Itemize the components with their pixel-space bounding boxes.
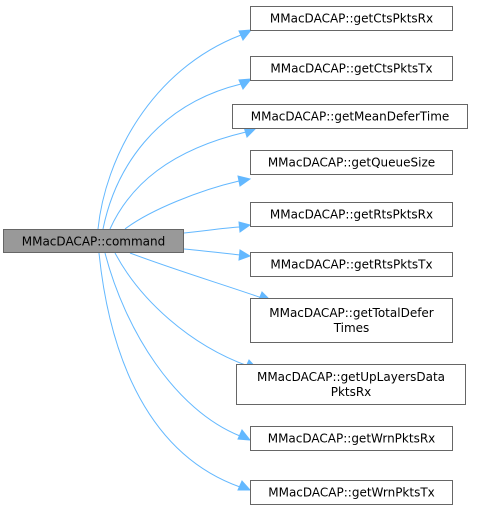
node-layer: MMacDACAP::command MMacDACAP::getCtsPkts… [3, 6, 468, 505]
arrowhead-9 [237, 429, 252, 441]
target-node-box[interactable] [250, 6, 453, 31]
arrowhead-4 [237, 175, 252, 187]
call-edge-10 [98, 252, 241, 488]
target-node-label: PktsRx [331, 385, 372, 399]
target-node-label: MMacDACAP::getUpLayersData [257, 370, 445, 384]
call-edge-6 [183, 248, 241, 256]
target-node-box[interactable] [232, 104, 468, 129]
target-node-label: MMacDACAP::getRtsPktsTx [270, 258, 432, 272]
target-node-box[interactable] [236, 364, 466, 405]
call-edge-7 [129, 252, 263, 299]
source-node-box[interactable] [3, 229, 184, 253]
call-edge-3 [109, 131, 247, 230]
arrowhead-10 [237, 480, 252, 491]
arrowhead-5 [238, 221, 252, 233]
target-node-6[interactable]: MMacDACAP::getRtsPktsTx [250, 252, 453, 277]
target-node-label: MMacDACAP::getQueueSize [268, 156, 435, 170]
target-node-box[interactable] [250, 202, 453, 227]
target-node-box[interactable] [250, 252, 453, 277]
call-edge-4 [124, 180, 240, 230]
call-edge-1 [97, 34, 242, 230]
target-node-label: MMacDACAP::getRtsPktsRx [270, 208, 433, 222]
target-node-1[interactable]: MMacDACAP::getCtsPktsRx [250, 6, 453, 31]
call-edge-9 [104, 252, 241, 437]
target-node-2[interactable]: MMacDACAP::getCtsPktsTx [250, 56, 453, 81]
edge-layer [97, 29, 274, 491]
call-edge-5 [183, 226, 241, 234]
target-node-label: MMacDACAP::getWrnPktsTx [268, 486, 435, 500]
target-node-label: MMacDACAP::getMeanDeferTime [251, 110, 450, 124]
arrowhead-2 [238, 78, 253, 90]
arrowhead-6 [238, 249, 252, 261]
arrowhead-1 [238, 29, 253, 41]
target-node-5[interactable]: MMacDACAP::getRtsPktsRx [250, 202, 453, 227]
target-node-label: MMacDACAP::getWrnPktsRx [268, 432, 436, 446]
target-node-box[interactable] [250, 56, 453, 81]
target-node-label: Times [333, 321, 370, 335]
target-node-box[interactable] [250, 480, 453, 505]
target-node-3[interactable]: MMacDACAP::getMeanDeferTime [232, 104, 468, 129]
source-node[interactable]: MMacDACAP::command [3, 229, 184, 253]
call-edge-8 [114, 252, 249, 367]
target-node-4[interactable]: MMacDACAP::getQueueSize [250, 150, 453, 175]
target-node-label: MMacDACAP::getCtsPktsTx [270, 62, 432, 76]
target-node-box[interactable] [250, 298, 453, 343]
target-node-label: MMacDACAP::getCtsPktsRx [270, 12, 433, 26]
target-node-10[interactable]: MMacDACAP::getWrnPktsTx [250, 480, 453, 505]
target-node-box[interactable] [250, 426, 453, 451]
source-node-label: MMacDACAP::command [22, 235, 166, 249]
target-node-label: MMacDACAP::getTotalDefer [269, 306, 434, 320]
target-node-box[interactable] [250, 150, 453, 175]
call-edge-2 [102, 83, 242, 230]
target-node-9[interactable]: MMacDACAP::getWrnPktsRx [250, 426, 453, 451]
